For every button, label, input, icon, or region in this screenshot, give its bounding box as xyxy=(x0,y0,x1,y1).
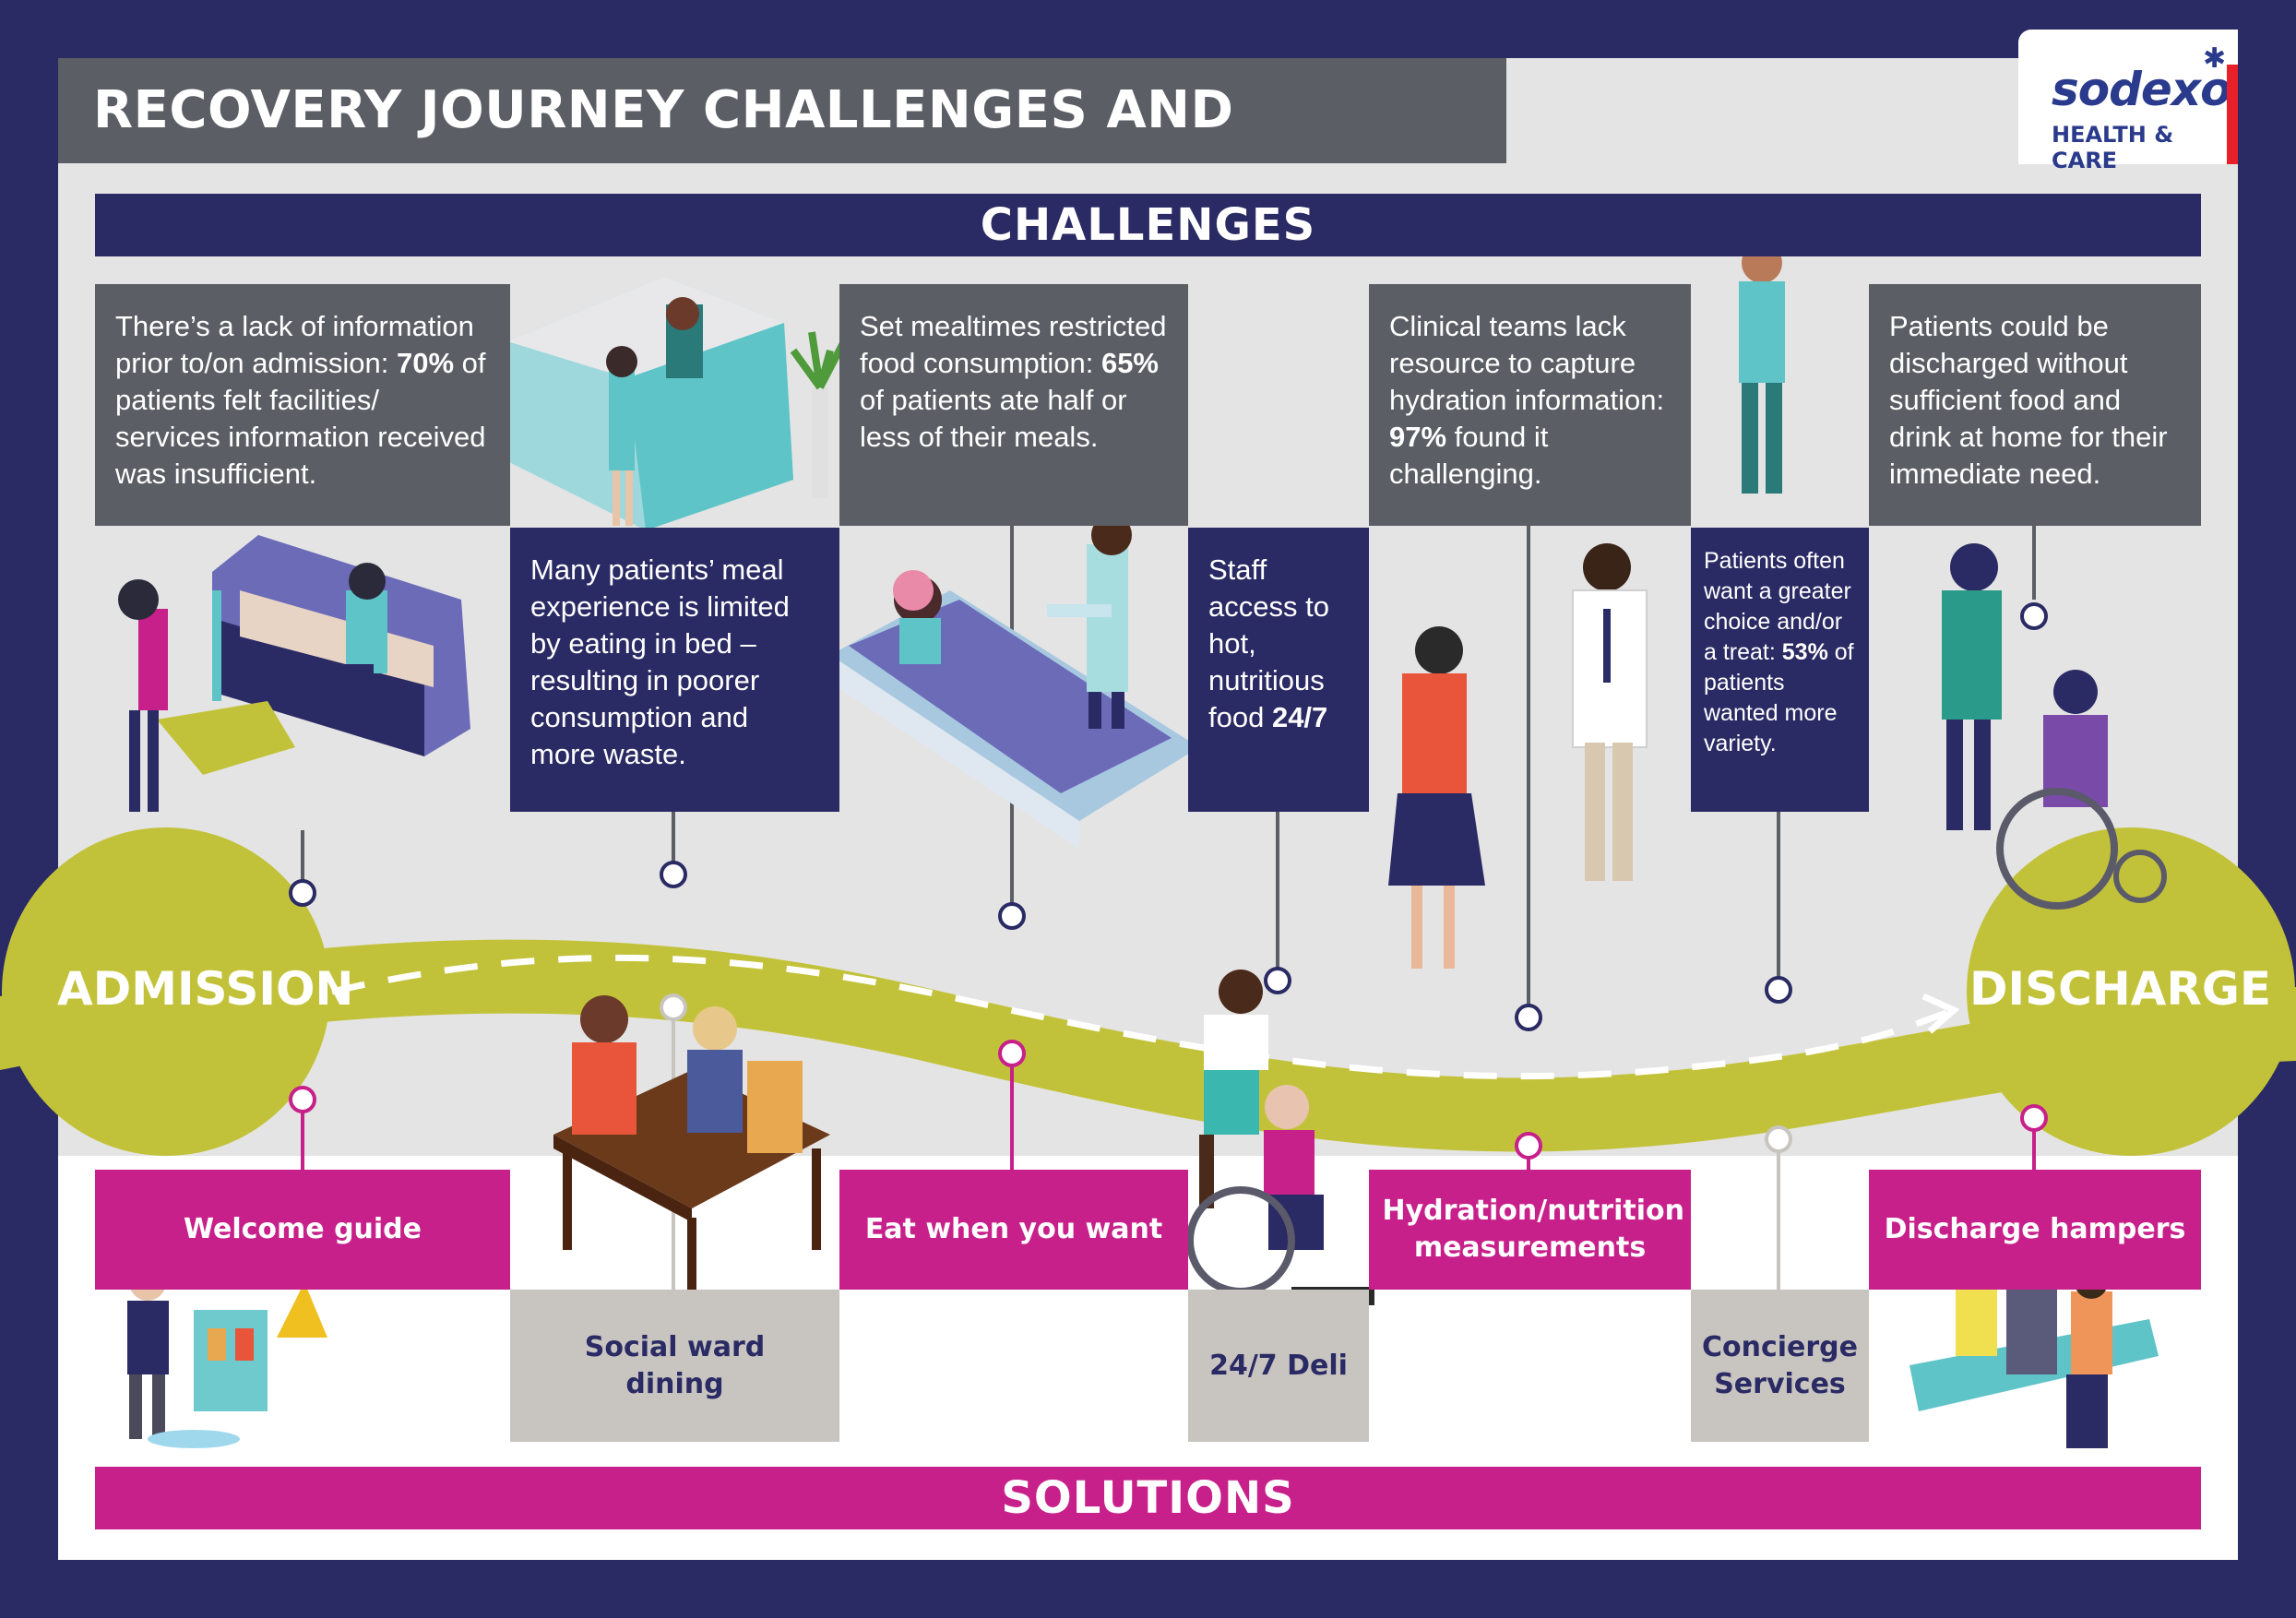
challenges-heading: CHALLENGES xyxy=(95,194,2201,256)
challenge-box-staff-access: Staff access to hot, nutritious food 24/… xyxy=(1188,528,1369,812)
challenge-text: There’s a lack of information prior to/o… xyxy=(115,310,474,379)
admission-label: ADMISSION xyxy=(57,962,354,1016)
challenge-box-set-mealtimes: Set mealtimes restricted food consumptio… xyxy=(839,284,1188,526)
challenge-box-choice: Patients often want a greater choice and… xyxy=(1691,528,1869,812)
challenge-text: Set mealtimes restricted food consumptio… xyxy=(860,310,1167,379)
challenge-text: of patients felt facilities/ services in… xyxy=(115,347,486,490)
sodexo-logo: ✱ sodexo HEALTH & CARE xyxy=(2018,30,2238,173)
challenge-box-discharge: Patients could be discharged without suf… xyxy=(1869,284,2201,526)
logo-subtitle: HEALTH & CARE xyxy=(2052,122,2174,173)
challenge-text: found it challenging. xyxy=(1389,421,1549,490)
page-title: RECOVERY JOURNEY CHALLENGES AND SOLUTION… xyxy=(58,58,1506,245)
solution-label: Hydration/nutrition measurements xyxy=(1382,1195,1684,1264)
challenge-stat: 97% xyxy=(1389,421,1447,453)
solution-welcome-guide: Welcome guide xyxy=(95,1170,510,1290)
challenge-text: Staff access to hot, nutritious food xyxy=(1208,553,1329,733)
solution-label: Concierge Services xyxy=(1701,1330,1858,1400)
solution-label: Social ward dining xyxy=(584,1330,766,1400)
challenge-text: Clinical teams lack resource to capture … xyxy=(1389,310,1665,416)
challenge-text: Patients often want a greater choice and… xyxy=(1704,548,1851,665)
challenge-text: of patients ate half or less of their me… xyxy=(860,384,1127,453)
challenge-text: of patients wanted more variety. xyxy=(1704,639,1854,756)
solution-eat-when-you-want: Eat when you want xyxy=(839,1170,1188,1290)
challenge-stat: 53% xyxy=(1781,639,1828,665)
logo-wordmark: sodexo xyxy=(2052,63,2231,116)
challenge-text: Patients could be discharged without suf… xyxy=(1889,310,2168,490)
solutions-heading: SOLUTIONS xyxy=(95,1467,2201,1529)
challenge-stat: 70% xyxy=(396,347,455,379)
solution-hydration-measurements: Hydration/nutrition measurements xyxy=(1369,1170,1691,1290)
discharge-label: DISCHARGE xyxy=(1969,962,2272,1016)
challenge-stat: 65% xyxy=(1100,347,1159,379)
solution-social-ward-dining: Social ward dining xyxy=(510,1290,839,1442)
solution-concierge: Concierge Services xyxy=(1691,1290,1869,1442)
star-icon: ✱ xyxy=(2203,42,2227,75)
challenge-box-hydration: Clinical teams lack resource to capture … xyxy=(1369,284,1691,526)
challenge-text: Many patients’ meal experience is limite… xyxy=(530,553,790,770)
challenge-stat: 24/7 xyxy=(1271,701,1328,733)
challenge-box-eating-in-bed: Many patients’ meal experience is limite… xyxy=(510,528,839,812)
logo-red-bar xyxy=(2227,65,2238,164)
challenge-box-admission-info: There’s a lack of information prior to/o… xyxy=(95,284,510,526)
solution-deli: 24/7 Deli xyxy=(1188,1290,1369,1442)
solution-discharge-hampers: Discharge hampers xyxy=(1869,1170,2201,1290)
